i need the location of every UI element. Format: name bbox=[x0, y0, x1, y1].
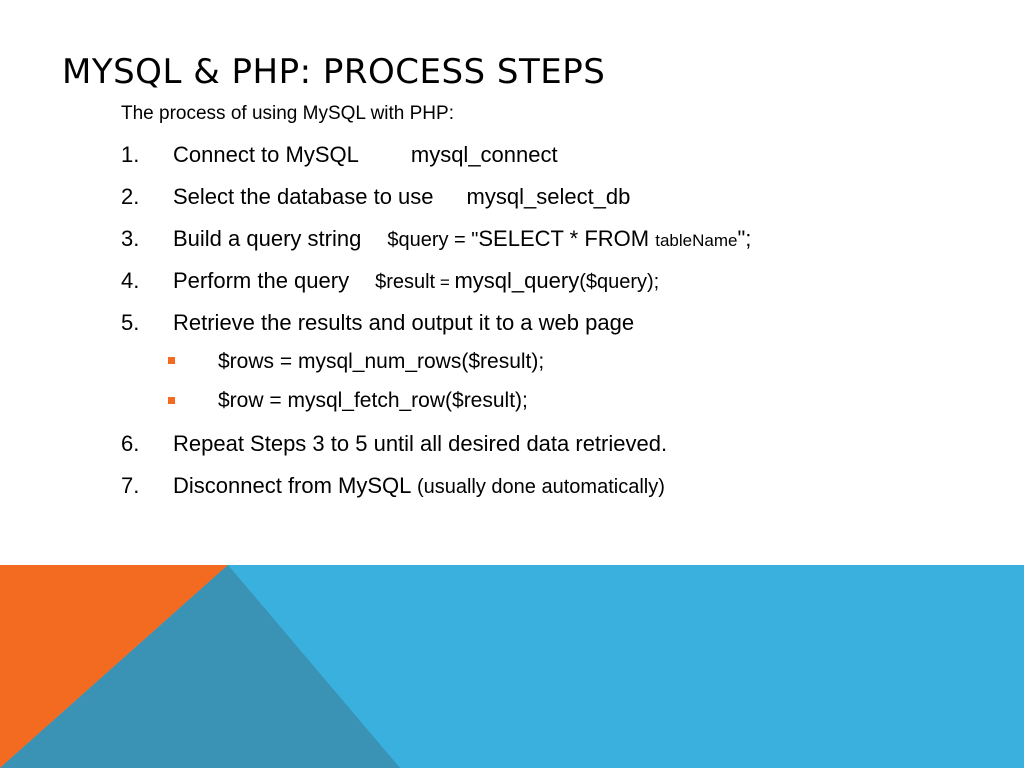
code-sql-keyword: SELECT * FROM bbox=[478, 226, 650, 251]
step-number: 3. bbox=[121, 226, 140, 251]
code-function: mysql_fetch_row bbox=[287, 389, 446, 412]
step-label: Repeat Steps 3 to 5 until all desired da… bbox=[173, 431, 668, 456]
code-result-var: $result bbox=[375, 271, 436, 293]
footer-decoration bbox=[0, 565, 1024, 768]
code-table-name: tableName bbox=[655, 231, 738, 250]
step-label: Build a query string bbox=[173, 226, 362, 251]
code-query-end: "; bbox=[737, 226, 752, 251]
bullet-icon bbox=[168, 357, 175, 364]
footer-steel-triangle bbox=[0, 565, 400, 768]
step-number: 2. bbox=[121, 184, 140, 209]
code-function: mysql_num_rows bbox=[297, 350, 462, 373]
step-number: 6. bbox=[121, 431, 140, 456]
step-code: mysql_connect bbox=[410, 142, 558, 167]
slide-intro: The process of using MySQL with PHP: bbox=[121, 103, 454, 124]
step-label: Perform the query bbox=[173, 268, 350, 293]
code-equals: = bbox=[435, 273, 455, 292]
step-number: 7. bbox=[121, 473, 140, 498]
step-label: Disconnect from MySQL bbox=[173, 473, 412, 498]
step-number: 1. bbox=[121, 142, 140, 167]
step-label: Retrieve the results and output it to a … bbox=[173, 310, 635, 335]
bullet-icon bbox=[168, 397, 175, 404]
step-number: 4. bbox=[121, 268, 140, 293]
substep-2: $row = mysql_fetch_row($result); bbox=[218, 389, 528, 412]
substep-1: $rows = mysql_num_rows($result); bbox=[218, 350, 545, 373]
step-number: 5. bbox=[121, 310, 140, 335]
step-code: mysql_select_db bbox=[466, 184, 631, 209]
slide-title: MYSQL & PHP: PROCESS STEPS bbox=[62, 52, 606, 92]
step-note: (usually done automatically) bbox=[411, 476, 665, 498]
step-label: Connect to MySQL bbox=[173, 142, 359, 167]
code-query-var: $query = " bbox=[387, 229, 479, 251]
step-label: Select the database to use bbox=[173, 184, 434, 209]
code-function: mysql_query bbox=[454, 268, 580, 293]
code-args: ($query); bbox=[579, 271, 660, 293]
